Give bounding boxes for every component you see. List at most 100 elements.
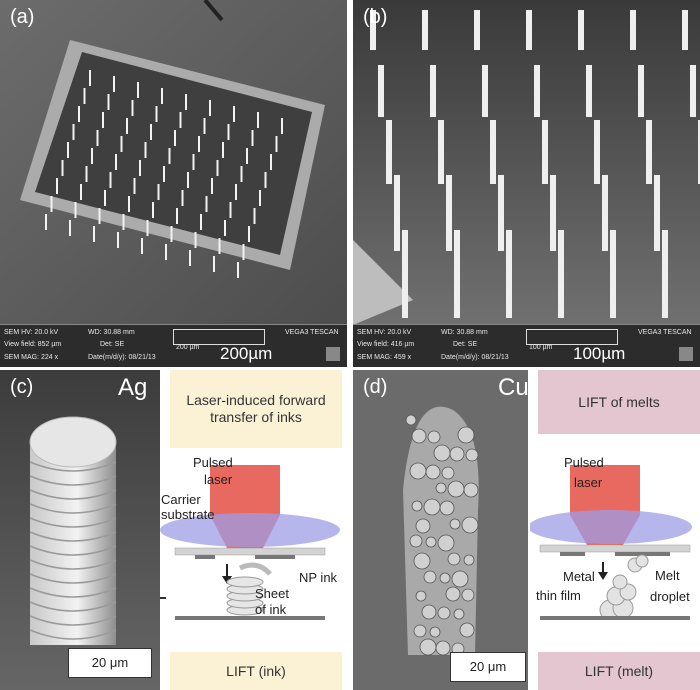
sem-view-field: View field: 852 µm [4,341,62,348]
panel-separator-tick [160,597,166,599]
ink-sheet [226,576,264,588]
copper-grain [433,444,451,462]
of-ink-text: of ink [255,602,287,617]
ink-process-title-box: Laser-induced forward transfer of inks [170,370,342,448]
np-ink-label: NP ink [299,570,338,585]
sem-scale-ruler [526,329,618,345]
copper-grain [465,448,479,462]
panel-b-sem-info-bar: SEM HV: 20.0 kV WD: 30.88 mm View field:… [353,324,700,367]
copper-grain [413,552,431,570]
pulsed-text: Pulsed [564,455,604,470]
panel-d: (d) Cu 20 μm LIFT of melts Pulsed laser … [353,370,700,690]
ink-layer-ring [29,615,117,626]
ink-layer-ring [29,629,117,640]
element-label-cu: Cu [498,374,529,401]
scale-bar-d: 20 μm [450,652,526,682]
copper-grain [449,446,465,462]
copper-grain [423,498,441,516]
panel-c: (c) Ag 20 μm Laser-induced forward trans… [0,370,347,690]
copper-grain [405,414,417,426]
panel-c-sem-image [0,370,160,690]
copper-grain [437,606,451,620]
panel-a: (a) SEM HV: 20.0 kV WD: 30.88 mm View fi… [0,0,347,367]
copper-grain [461,588,475,602]
copper-grain [425,536,437,548]
copper-grain [459,622,475,638]
sem-date: Date(m/d/y): 08/21/13 [88,354,156,361]
copper-grain [435,482,447,494]
sem-view-field: View field: 416 µm [357,341,415,348]
ink-layer-ring [29,475,117,486]
panel-c-label: (c) [10,376,34,398]
sem-det: Det: SE [100,341,125,348]
sem-brand: VEGA3 TESCAN [285,329,339,336]
lift-ink-box: LIFT (ink) [170,652,342,690]
sem-hv: SEM HV: 20.0 kV [4,329,59,336]
panel-d-label: (d) [363,376,388,398]
sem-scale-ruler [173,329,265,345]
carrier-text: Carrier [161,492,201,507]
ink-layer-ring [29,461,117,472]
scale-big: 100µm [573,344,626,363]
element-label-ag: Ag [118,374,148,401]
copper-grain [457,426,475,444]
copper-grain [451,570,469,588]
sem-date: Date(m/d/y): 08/21/13 [441,354,509,361]
thin-film-text: thin film [536,588,581,603]
copper-grain [423,570,437,584]
copper-grain [453,608,465,620]
sem-mag: SEM MAG: 224 x [4,354,59,361]
sem-scale-small: 200 µm [176,344,200,351]
copper-grain [435,640,451,656]
ink-layer-ring [29,545,117,556]
copper-grain [411,428,427,444]
lift-melt-diagram [530,465,692,620]
panel-a-sem-image [0,0,347,325]
ink-layer-ring [29,517,117,528]
metal-text: Metal [563,569,595,584]
copper-grain [421,604,437,620]
panel-a-sem-info-bar: SEM HV: 20.0 kV WD: 30.88 mm View field:… [0,324,347,367]
sem-wd: WD: 30.88 mm [441,329,488,336]
copper-grain [437,534,455,552]
laser-text: laser [574,475,603,490]
lift-melt-box: LIFT (melt) [538,652,700,690]
copper-grain [461,516,479,534]
ink-layer-ring [29,601,117,612]
panel-a-label: (a) [10,6,35,28]
sem-brand: VEGA3 TESCAN [638,329,692,336]
copper-grain [447,480,465,498]
copper-grain [445,586,461,602]
ink-layer-ring [29,559,117,570]
copper-grain [441,466,455,480]
copper-grain [427,430,441,444]
ink-layer-ring [29,531,117,542]
melt-droplet [635,554,649,568]
lift-ink-diagram [160,465,340,620]
copper-grain [463,554,475,566]
copper-grain [415,590,427,602]
melt-text: Melt [655,568,680,583]
melt-process-title-box: LIFT of melts [538,370,700,434]
tescan-logo-icon [679,347,693,361]
copper-grain [409,534,423,548]
sem-wd: WD: 30.88 mm [88,329,135,336]
copper-grain [415,518,431,534]
ink-layer-ring [29,489,117,500]
copper-grain [429,626,441,638]
tescan-logo-icon [326,347,340,361]
copper-grain [439,572,451,584]
copper-grain [411,500,423,512]
panel-b-sem-image [353,0,700,325]
copper-grain [425,464,441,480]
ink-layer-ring [29,503,117,514]
copper-grain [413,624,427,638]
scale-bar-c: 20 μm [68,648,152,678]
scale-big: 200µm [220,344,273,363]
sheet-text: Sheet [255,586,289,601]
panel-b-label: (b) [363,6,388,28]
panel-d-sem-image [353,370,528,690]
substrate-text: substrate [161,507,215,522]
pulsed-text: Pulsed [193,455,233,470]
panel-b: (b) SEM HV: 20.0 kV WD: 30.88 mm View fi… [353,0,700,367]
